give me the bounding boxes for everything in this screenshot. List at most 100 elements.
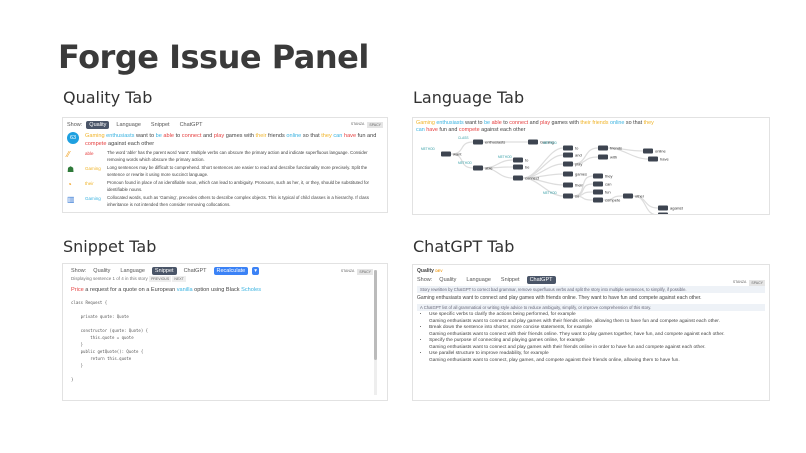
pos-tag [593, 173, 603, 179]
code-line: this.quote = quote [71, 335, 134, 340]
issue-text: The word 'able' has the parent word 'wan… [107, 150, 368, 162]
pronoun-icon: ◔ [67, 180, 72, 189]
role-label: METHOD [458, 161, 473, 165]
hierarchy-icon: ▥ [67, 195, 75, 204]
panel-header: Quality [417, 268, 434, 274]
stanza-button[interactable]: STANZA [340, 269, 355, 273]
pos-tag [441, 151, 451, 157]
tree-word: able [485, 166, 493, 171]
stanza-button[interactable]: STANZA [732, 280, 747, 284]
issue-row: ▥ Gaming Collocated words, such as 'Gaming… [67, 195, 383, 208]
pos-tag [598, 145, 608, 151]
heading-language-tab: Language Tab [413, 88, 525, 107]
tree-edge [572, 195, 594, 201]
code-line: } [71, 342, 84, 347]
previous-button[interactable]: PREVIOUS [149, 276, 172, 282]
tree-word: have [660, 157, 669, 162]
next-button[interactable]: NEXT [172, 276, 186, 282]
tab-quality[interactable]: Quality [439, 277, 457, 283]
issue-word: Gaming [85, 196, 101, 201]
spacy-button[interactable]: SPACY [367, 122, 383, 128]
tab-snippet[interactable]: Snippet [150, 122, 170, 128]
scrollbar[interactable] [374, 270, 377, 395]
tree-edge [522, 177, 564, 197]
show-label: Show: [417, 277, 433, 283]
tree-word: friends [610, 146, 622, 151]
recalculate-dropdown-icon[interactable]: ▾ [252, 267, 260, 275]
pos-tag [528, 139, 538, 145]
spacy-button[interactable]: SPACY [357, 269, 373, 275]
role-label: METHOD [543, 191, 558, 195]
pos-tag [563, 152, 573, 158]
tab-chatgpt[interactable]: ChatGPT [179, 122, 203, 128]
pos-tag [563, 145, 573, 151]
role-label: METHOD [498, 155, 513, 159]
pos-tag [658, 212, 668, 214]
tab-snippet[interactable]: Snippet [151, 267, 177, 275]
tab-language[interactable]: Language [120, 268, 145, 274]
advice-tip: Break down the sentence into shorter, mo… [429, 325, 765, 332]
sentence-counter: Displaying sentence 1 of 4 in this story [71, 276, 148, 281]
tab-quality[interactable]: Quality [86, 121, 110, 129]
tree-edge [572, 156, 599, 165]
code-line: constructor (quote: Quote) { [71, 328, 149, 333]
pos-tag [513, 164, 523, 170]
quality-score: 63 [67, 132, 79, 144]
code-line: public getQuote(): Quote { [71, 349, 144, 354]
tab-language[interactable]: Language [466, 277, 491, 283]
quality-panel: Show: Quality Language Snippet ChatGPT S… [62, 117, 388, 213]
tree-word: their [575, 183, 583, 188]
advice-tip: Use specific verbs to clarify the action… [429, 312, 765, 319]
tree-word: to [525, 158, 529, 163]
story-sentence: Gaming enthusiasts want to be able to co… [416, 120, 654, 133]
tree-word: against [670, 206, 684, 211]
page-title: Forge Issue Panel [58, 38, 369, 76]
tree-word: can [605, 182, 611, 187]
tree-word: want [453, 152, 462, 157]
recalculate-button[interactable]: Recalculate [213, 267, 249, 275]
code-line: } [71, 377, 74, 382]
pos-tag [563, 171, 573, 177]
tree-word: Gaming [540, 140, 554, 145]
stanza-button[interactable]: STANZA [350, 122, 365, 126]
advice-tip: Specify the purpose of connecting and pl… [429, 338, 765, 345]
tab-bar: Show: Quality Language Snippet ChatGPT S… [67, 121, 383, 129]
pos-tag [563, 182, 573, 188]
code-line: private quote: Quote [71, 314, 129, 319]
issue-word: their [85, 181, 94, 186]
advice-example: Gaming enthusiasts want to connect, play… [429, 357, 680, 363]
tab-snippet[interactable]: Snippet [500, 277, 520, 283]
users-icon: ☗ [67, 165, 75, 174]
issue-word: able [85, 151, 94, 156]
pos-tag [593, 189, 603, 195]
heading-chatgpt-tab: ChatGPT Tab [413, 237, 515, 256]
snippet-sentence: Price a request for a quote on a Europea… [71, 287, 262, 293]
tab-quality[interactable]: Quality [93, 268, 111, 274]
advice-example: Gaming enthusiasts want to connect and p… [429, 318, 720, 324]
tab-chatgpt[interactable]: ChatGPT [526, 276, 556, 284]
advice-note: A ChatGPT list of all grammatical or wri… [417, 304, 765, 311]
show-label: Show: [71, 268, 87, 274]
tree-word: fun [605, 190, 611, 195]
tree-word: be [525, 165, 530, 170]
spacy-button[interactable]: SPACY [749, 280, 765, 286]
dev-badge: DEV [435, 269, 443, 273]
pos-tag [593, 197, 603, 203]
advice-example: Gaming enthusiasts want to connect with … [429, 331, 725, 337]
role-label: METHOD [421, 147, 436, 151]
pos-tag [473, 165, 483, 171]
pos-tag [598, 154, 608, 160]
issue-text: Long sentences may be difficult to compr… [107, 165, 368, 177]
tree-word: with [610, 155, 617, 160]
pos-tag [623, 193, 633, 199]
code-line [71, 306, 379, 313]
tab-language[interactable]: Language [116, 122, 141, 128]
pos-tag [563, 193, 573, 199]
tab-chatgpt[interactable]: ChatGPT [183, 268, 207, 274]
issue-text: Collocated words, such as 'Gaming', prec… [107, 195, 369, 207]
tree-word: games [575, 172, 587, 177]
pos-tag [648, 156, 658, 162]
